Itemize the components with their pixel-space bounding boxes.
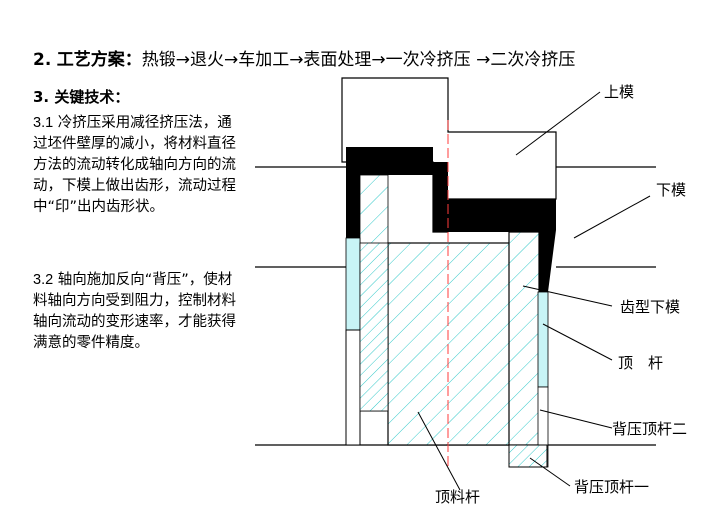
paragraph-3-2: 3.2 轴向施加反向“背压”，使材料轴向方向受到阻力，控制材料轴向流动的变形速率… [33,270,245,354]
leader-ejector [542,323,613,361]
back-pressure-rod-1-block [508,444,548,468]
left-wall-cyan [345,237,361,331]
heading-number: 2. [33,50,52,70]
workpiece-black [346,147,556,292]
label-back-rod-1: 背压顶杆一 [574,478,649,496]
left-back-block [345,329,361,446]
process-heading: 2. 工艺方案：热锻→退火→车加工→表面处理→一次冷挤压 →二次冷挤压 [33,48,713,72]
paragraph-text: 冷挤压采用减径挤压法，通过坯件壁厚的减小，将材料直径方法的流动转化成轴向方向的流… [33,115,236,215]
leader-lower-die [573,195,651,239]
paragraph-index: 3.1 [33,115,54,131]
label-back-rod-2: 背压顶杆二 [612,420,687,438]
paragraph-index: 3.2 [33,272,54,288]
label-lower-die: 下模 [656,181,686,199]
leader-upper-die [515,91,601,156]
label-material-ejector: 顶料杆 [435,488,480,506]
tooth-die-section [508,231,540,446]
left-wall-hatch [359,174,389,246]
label-tooth-die: 齿型下模 [620,298,680,316]
label-ejector-rod: 顶 杆 [618,354,663,372]
label-upper-die: 上模 [604,83,634,101]
paragraph-3-1: 3.1 冷挤压采用减径挤压法，通过坯件壁厚的减小，将材料直径方法的流动转化成轴向… [33,113,245,218]
material-ejector-rod [387,242,511,446]
heading-process: 热锻→退火→车加工→表面处理→一次冷挤压 →二次冷挤压 [141,50,576,70]
key-tech-heading: 3. 关键技术： [33,88,130,106]
leader-tooth-die [522,285,613,307]
leader-back-rod-1 [529,457,571,487]
leader-back-rod-2 [539,409,613,429]
ejector-side-block [359,242,389,412]
heading-title: 工艺方案： [56,50,142,70]
right-cyan-strip [537,291,549,388]
paragraph-text: 轴向施加反向“背压”，使材料轴向方向受到阻力，控制材料轴向流动的变形速率，才能获… [33,272,236,351]
leader-material-ejector [417,411,461,491]
